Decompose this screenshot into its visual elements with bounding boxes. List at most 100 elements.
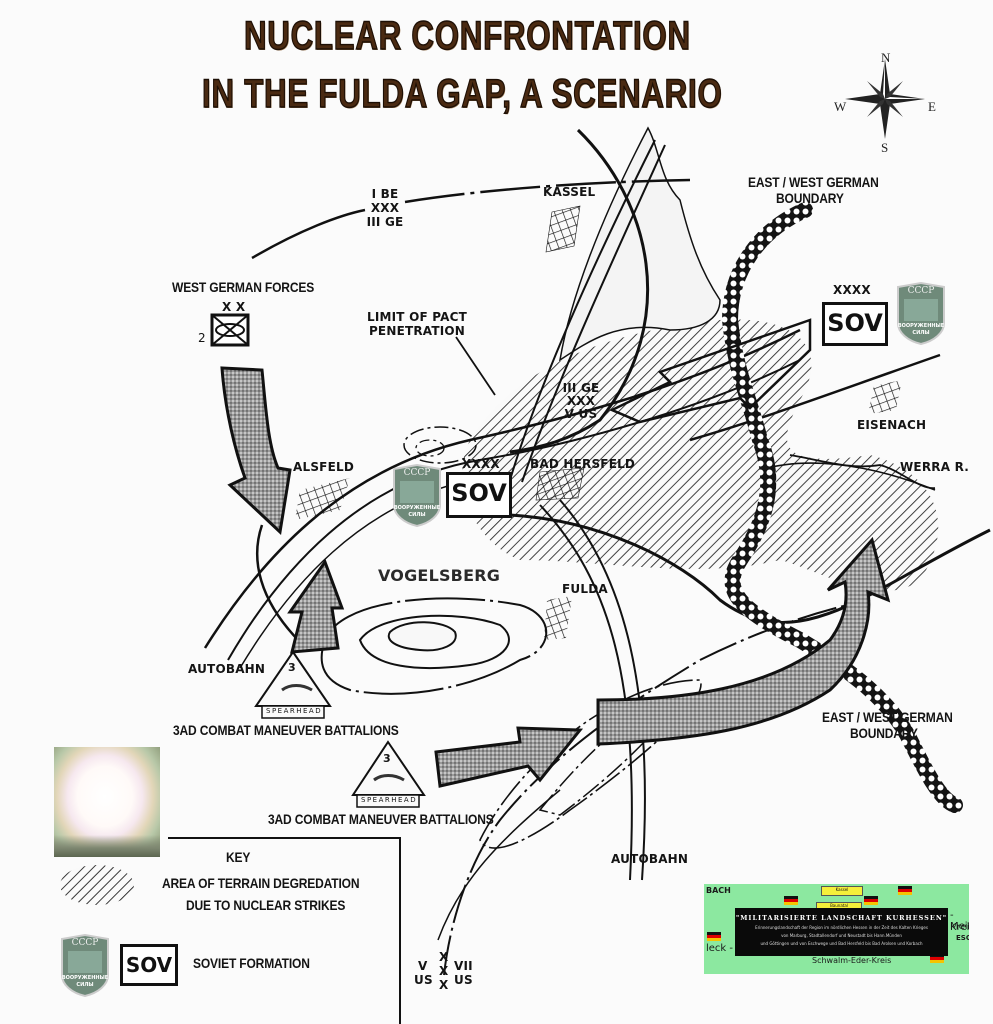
fulda-label: FULDA	[562, 582, 608, 596]
key-title: KEY	[226, 849, 251, 865]
banner-map-leck: leck - F	[706, 943, 742, 954]
spearhead-north-band: SPEARHEAD	[266, 707, 323, 715]
banner-map-meis: -Meiß	[950, 910, 969, 932]
shield-text-top: СССР	[71, 938, 99, 948]
border-south-line2: BOUNDARY	[850, 725, 918, 741]
nuclear-explosion-photo	[54, 747, 160, 857]
key-soviet-shield-icon: СССР ВООРУЖЕННЫЕ СИЛЫ	[58, 933, 112, 998]
flag-icon	[784, 896, 798, 905]
key-hatch-swatch	[60, 865, 134, 905]
us-counterattack-arrow-east	[596, 536, 891, 746]
soviet-east-unit-box: SOV	[822, 302, 888, 346]
shield-text-top: СССР	[403, 468, 431, 478]
flag-icon	[707, 932, 721, 941]
soviet-center-echelon: XXXX	[462, 457, 500, 471]
banner-caption-box: "MILITARISIERTE LANDSCHAFT KURHESSEN" Er…	[735, 908, 948, 956]
west-german-echelon: X X	[222, 300, 246, 314]
shield-text-bottom1: ВООРУЖЕННЫЕ	[393, 505, 441, 511]
flag-icon	[898, 886, 912, 895]
shield-text-top: СССР	[907, 286, 935, 296]
werra-river	[789, 454, 936, 489]
limit-penetration-line1: LIMIT OF PACT	[366, 310, 468, 324]
autobahn-south-label: AUTOBAHN	[611, 852, 689, 866]
corps-south-x1: X	[439, 950, 449, 964]
key-frame	[168, 837, 401, 1024]
key-sov-description: SOVIET FORMATION	[193, 955, 310, 971]
eisenach-city	[868, 380, 902, 414]
soviet-center-unit-box: SOV	[446, 472, 512, 518]
spearhead-south-band: SPEARHEAD	[361, 796, 418, 804]
compass-north: N	[881, 50, 891, 65]
kassel-city	[545, 205, 581, 253]
banner-line2: von Marburg, Stadtallendorf und Neustadt…	[781, 933, 902, 938]
west-german-arrow	[220, 366, 292, 536]
corps-center-bottom: V US	[564, 407, 598, 421]
soviet-east-shield-icon: СССР ВООРУЖЕННЫЕ СИЛЫ	[894, 281, 948, 346]
compass-west: W	[834, 99, 847, 114]
limit-penetration-line2: PENETRATION	[368, 324, 466, 338]
compass-east: E	[928, 99, 936, 114]
us-3ad-arrow-north	[287, 558, 345, 654]
compass-rose-icon	[845, 59, 925, 139]
soviet-center-shield-icon: СССР ВООРУЖЕННЫЕ СИЛЫ	[390, 463, 444, 528]
alsfeld-label: ALSFELD	[293, 460, 354, 474]
us-3ad-south-caption: 3AD COMBAT MANEUVER BATTALIONS	[268, 811, 494, 827]
inner-german-border	[721, 202, 963, 813]
salient-area	[558, 126, 721, 362]
border-south-line1: EAST / WEST GERMAN	[822, 709, 953, 725]
banner-map-kassel: Kassel	[821, 886, 863, 896]
spearhead-north-number: 3	[288, 661, 296, 674]
banner-map-schwalm: Schwalm-Eder-Kreis	[812, 956, 892, 965]
spearhead-patch-south	[351, 740, 426, 808]
autobahn-west-label: AUTOBAHN	[188, 662, 266, 676]
corps-south-x3: X	[439, 978, 449, 992]
shield-text-bottom1: ВООРУЖЕННЫЕ	[61, 975, 109, 981]
autobahn-north	[509, 139, 656, 481]
key-hatch-line1: AREA OF TERRAIN DEGREDATION	[162, 875, 360, 891]
flag-icon	[864, 896, 878, 905]
corps-south-left-bottom: US	[414, 973, 433, 987]
corps-boundary-north	[251, 208, 366, 260]
shield-text-bottom2: СИЛЫ	[76, 982, 94, 988]
map-title-line2: IN THE FULDA GAP, A SCENARIO	[201, 71, 723, 116]
banner-title: "MILITARISIERTE LANDSCHAFT KURHESSEN"	[735, 914, 948, 922]
key-sov-box: SOV	[120, 944, 178, 986]
border-north-line1: EAST / WEST GERMAN	[748, 174, 879, 190]
us-3ad-north-caption: 3AD COMBAT MANEUVER BATTALIONS	[173, 722, 399, 738]
spearhead-south-number: 3	[383, 752, 391, 765]
autobahn-south	[539, 504, 633, 881]
key-hatch-line2: DUE TO NUCLEAR STRIKES	[186, 897, 346, 913]
vogelsberg-contour-outer	[320, 597, 548, 695]
limit-of-penetration-line	[509, 128, 650, 454]
soviet-attack-arrow	[608, 318, 812, 424]
eisenach-label: EISENACH	[857, 418, 927, 432]
banner-line1: Erinnerungslandschaft der Region im nörd…	[755, 925, 928, 930]
us-3ad-arrow-south	[434, 726, 584, 788]
militarisierte-landschaft-banner[interactable]: BACH Kassel Baunatal -Meiß Kreis ESC lec…	[704, 884, 969, 974]
bad-hersfeld-label: BAD HERSFELD	[530, 457, 636, 471]
map-title-line1: NUCLEAR CONFRONTATION	[243, 13, 691, 58]
soviet-east-echelon: XXXX	[833, 283, 871, 297]
border-north-line2: BOUNDARY	[776, 190, 844, 206]
banner-line3: und Göttingen und von Eschwege und Bad H…	[760, 941, 923, 946]
vogelsberg-label: VOGELSBERG	[378, 566, 501, 585]
bad-hersfeld-city	[535, 467, 585, 501]
banner-map-bach: BACH	[706, 886, 731, 895]
corps-north-mid: XXX	[370, 201, 400, 215]
corps-south-right-top: VII	[454, 959, 473, 973]
corps-north-bottom: III GE	[366, 215, 404, 229]
autobahn-west	[203, 328, 801, 649]
shield-text-bottom2: СИЛЫ	[912, 330, 930, 336]
flag-icon	[930, 954, 944, 963]
shield-text-bottom2: СИЛЫ	[408, 512, 426, 518]
compass-south: S	[881, 140, 889, 155]
alsfeld-city	[295, 478, 350, 520]
corps-south-right-bottom: US	[454, 973, 473, 987]
corps-center-mid: XXX	[566, 394, 596, 408]
fulda-city	[544, 596, 572, 640]
kassel-label: KASSEL	[543, 185, 596, 199]
spearhead-patch-north	[254, 650, 332, 719]
corps-south-x2: X	[439, 964, 449, 978]
nuclear-degradation-zone	[462, 319, 939, 591]
